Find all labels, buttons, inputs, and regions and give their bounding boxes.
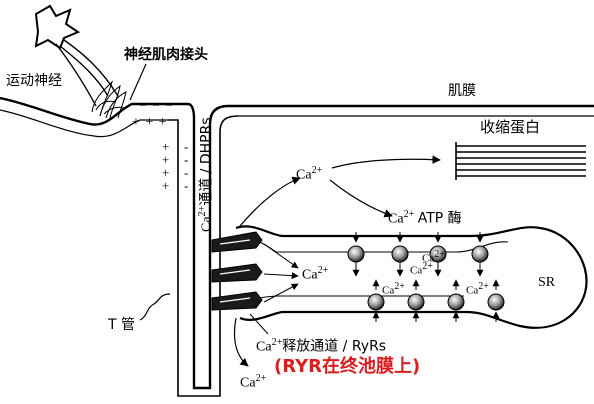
pump-1 (347, 245, 365, 263)
t-tubule-right-wall (168, 115, 239, 397)
sr-label: SR (538, 275, 556, 290)
ca-release-curve (239, 176, 301, 227)
junction-membrane-inner (0, 109, 168, 138)
pump-8 (487, 293, 505, 311)
negative-charges-column: - - - - (184, 139, 189, 193)
release-arrows (263, 243, 299, 303)
t-tubule-left-wall (168, 102, 229, 390)
serca-pumps-lower (367, 293, 505, 311)
pump-5 (367, 293, 385, 311)
ca-out-arrow (233, 317, 249, 367)
serca-pumps-upper (347, 245, 489, 263)
ryr-note: (RYR在终池膜上) (274, 356, 421, 377)
pump-7 (447, 293, 465, 311)
junction-membrane (0, 96, 168, 126)
positive-charges-top: + + + (132, 115, 168, 130)
ca-to-contractile-arrow (331, 155, 441, 169)
ryr-highlights (219, 239, 251, 303)
sarcoplasmic-reticulum (235, 225, 588, 329)
nerve-terminal (91, 80, 127, 119)
sr-ca-lower-2: Ca2+ (466, 281, 489, 297)
release-channel-pointer (249, 313, 269, 335)
pump-2 (391, 245, 409, 263)
motor-nerve-label: 运动神经 (6, 73, 62, 89)
motor-nerve-axon (55, 39, 119, 107)
sr-terminal-cisterna-upper (235, 235, 509, 253)
ca-extracellular-label: Ca2+ (240, 373, 267, 391)
dhpr-channel-label: Ca2+通道 / DHPRs (197, 117, 215, 232)
negative-charges-top: _ _ _ (140, 93, 174, 107)
t-tube-pointer (139, 293, 171, 321)
nerve-cell-body (34, 4, 81, 50)
ca-release-label: Ca2+ (302, 265, 329, 283)
ryr-dhpr-complex (211, 231, 263, 311)
nmj-label: 神经肌肉接头 (124, 47, 208, 63)
contractile-protein (455, 142, 586, 180)
t-tubule-label: T 管 (108, 317, 136, 333)
sr-ca-lower-1: Ca2+ (382, 281, 405, 297)
sr-ca-upper-1: Ca2+ (410, 261, 433, 277)
pump-arrows (352, 232, 500, 322)
nmj-pointer (129, 63, 147, 101)
positive-charges-column: + + + + (162, 139, 170, 193)
membrane-label: 肌膜 (448, 83, 476, 99)
ca-cytosol-label: Ca2+ (296, 165, 323, 183)
pump-4 (471, 245, 489, 263)
release-channel-label: Ca2+释放通道 / RyRs (256, 337, 387, 355)
pump-6 (407, 293, 425, 311)
ca-to-atpase-arrow (329, 179, 393, 218)
ca-atpase-label: Ca2+ ATP 酶 (388, 209, 462, 227)
contractile-label: 收缩蛋白 (480, 118, 541, 136)
sr-ca-upper-2: Ca2+ (422, 249, 445, 265)
